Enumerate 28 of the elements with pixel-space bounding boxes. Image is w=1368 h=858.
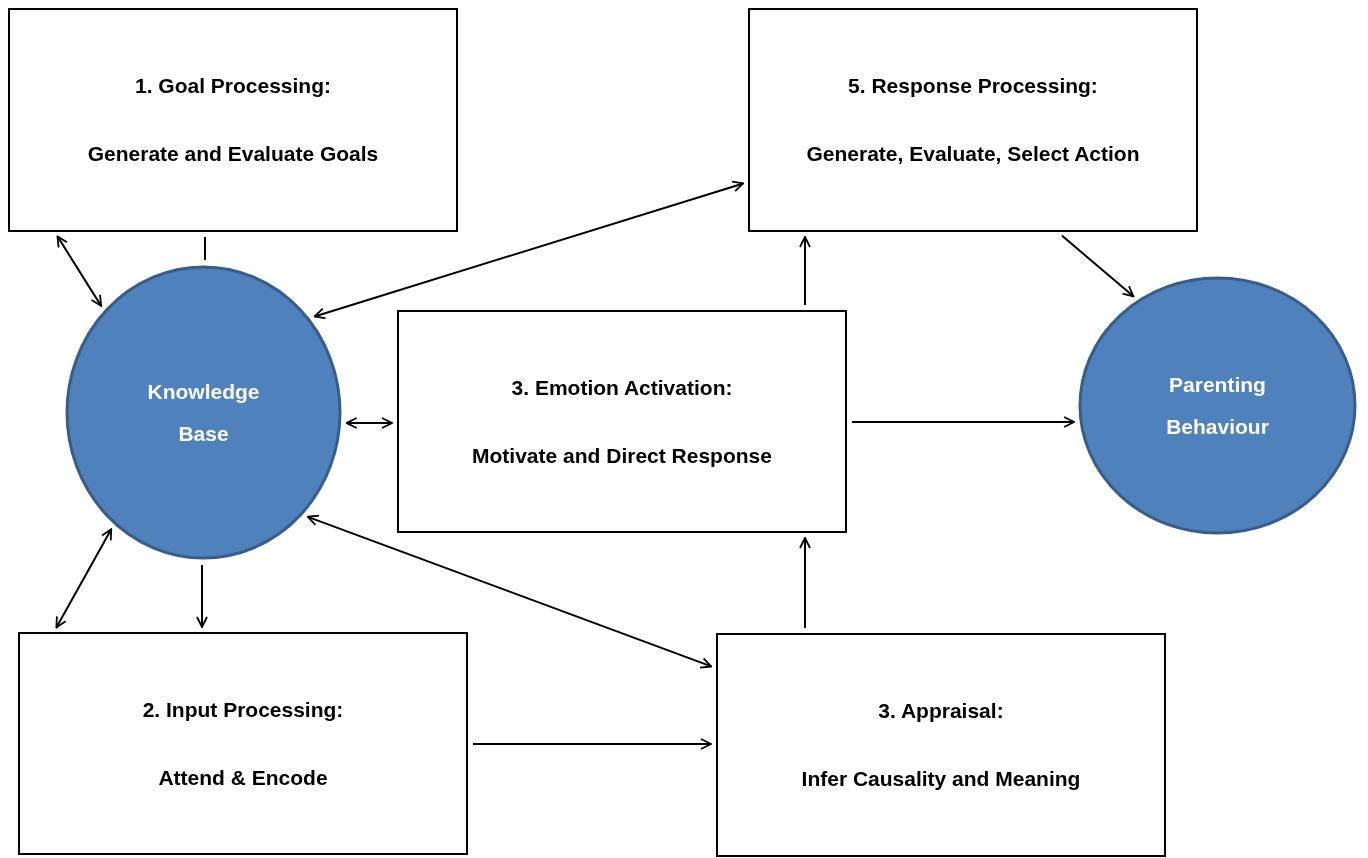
arrow [851, 416, 1076, 428]
arrow [799, 236, 811, 306]
node-heading: 2. Input Processing: [142, 697, 344, 722]
arrow [306, 514, 713, 669]
node-text: Generate, Evaluate, Select Action [806, 142, 1140, 166]
arrow [799, 537, 811, 629]
arrow [1060, 234, 1135, 298]
process-box [18, 632, 468, 855]
node-text: Generate and Evaluate Goals [87, 142, 379, 166]
node-heading: Knowledge Base [146, 378, 261, 447]
node-heading: 5. Response Processing: [848, 74, 1098, 98]
node-text: Infer Causality and Meaning [801, 767, 1081, 791]
process-box [397, 310, 847, 533]
process-box [716, 633, 1166, 857]
node-heading: 1. Goal Processing: [134, 74, 332, 98]
arrow [55, 528, 113, 629]
arrow [196, 564, 208, 628]
node-text: Motivate and Direct Response [472, 443, 772, 468]
node-text: Attend & Encode [158, 765, 328, 790]
node-heading: Parenting Behaviour [1165, 371, 1270, 440]
arrow [472, 738, 712, 750]
node-heading: 3. Emotion Activation: [511, 375, 733, 400]
arrow [313, 180, 745, 320]
arrow [345, 417, 393, 429]
node-heading: 3. Appraisal: [878, 699, 1004, 723]
process-box [8, 8, 458, 232]
process-box [748, 8, 1198, 232]
arrow [56, 235, 103, 307]
